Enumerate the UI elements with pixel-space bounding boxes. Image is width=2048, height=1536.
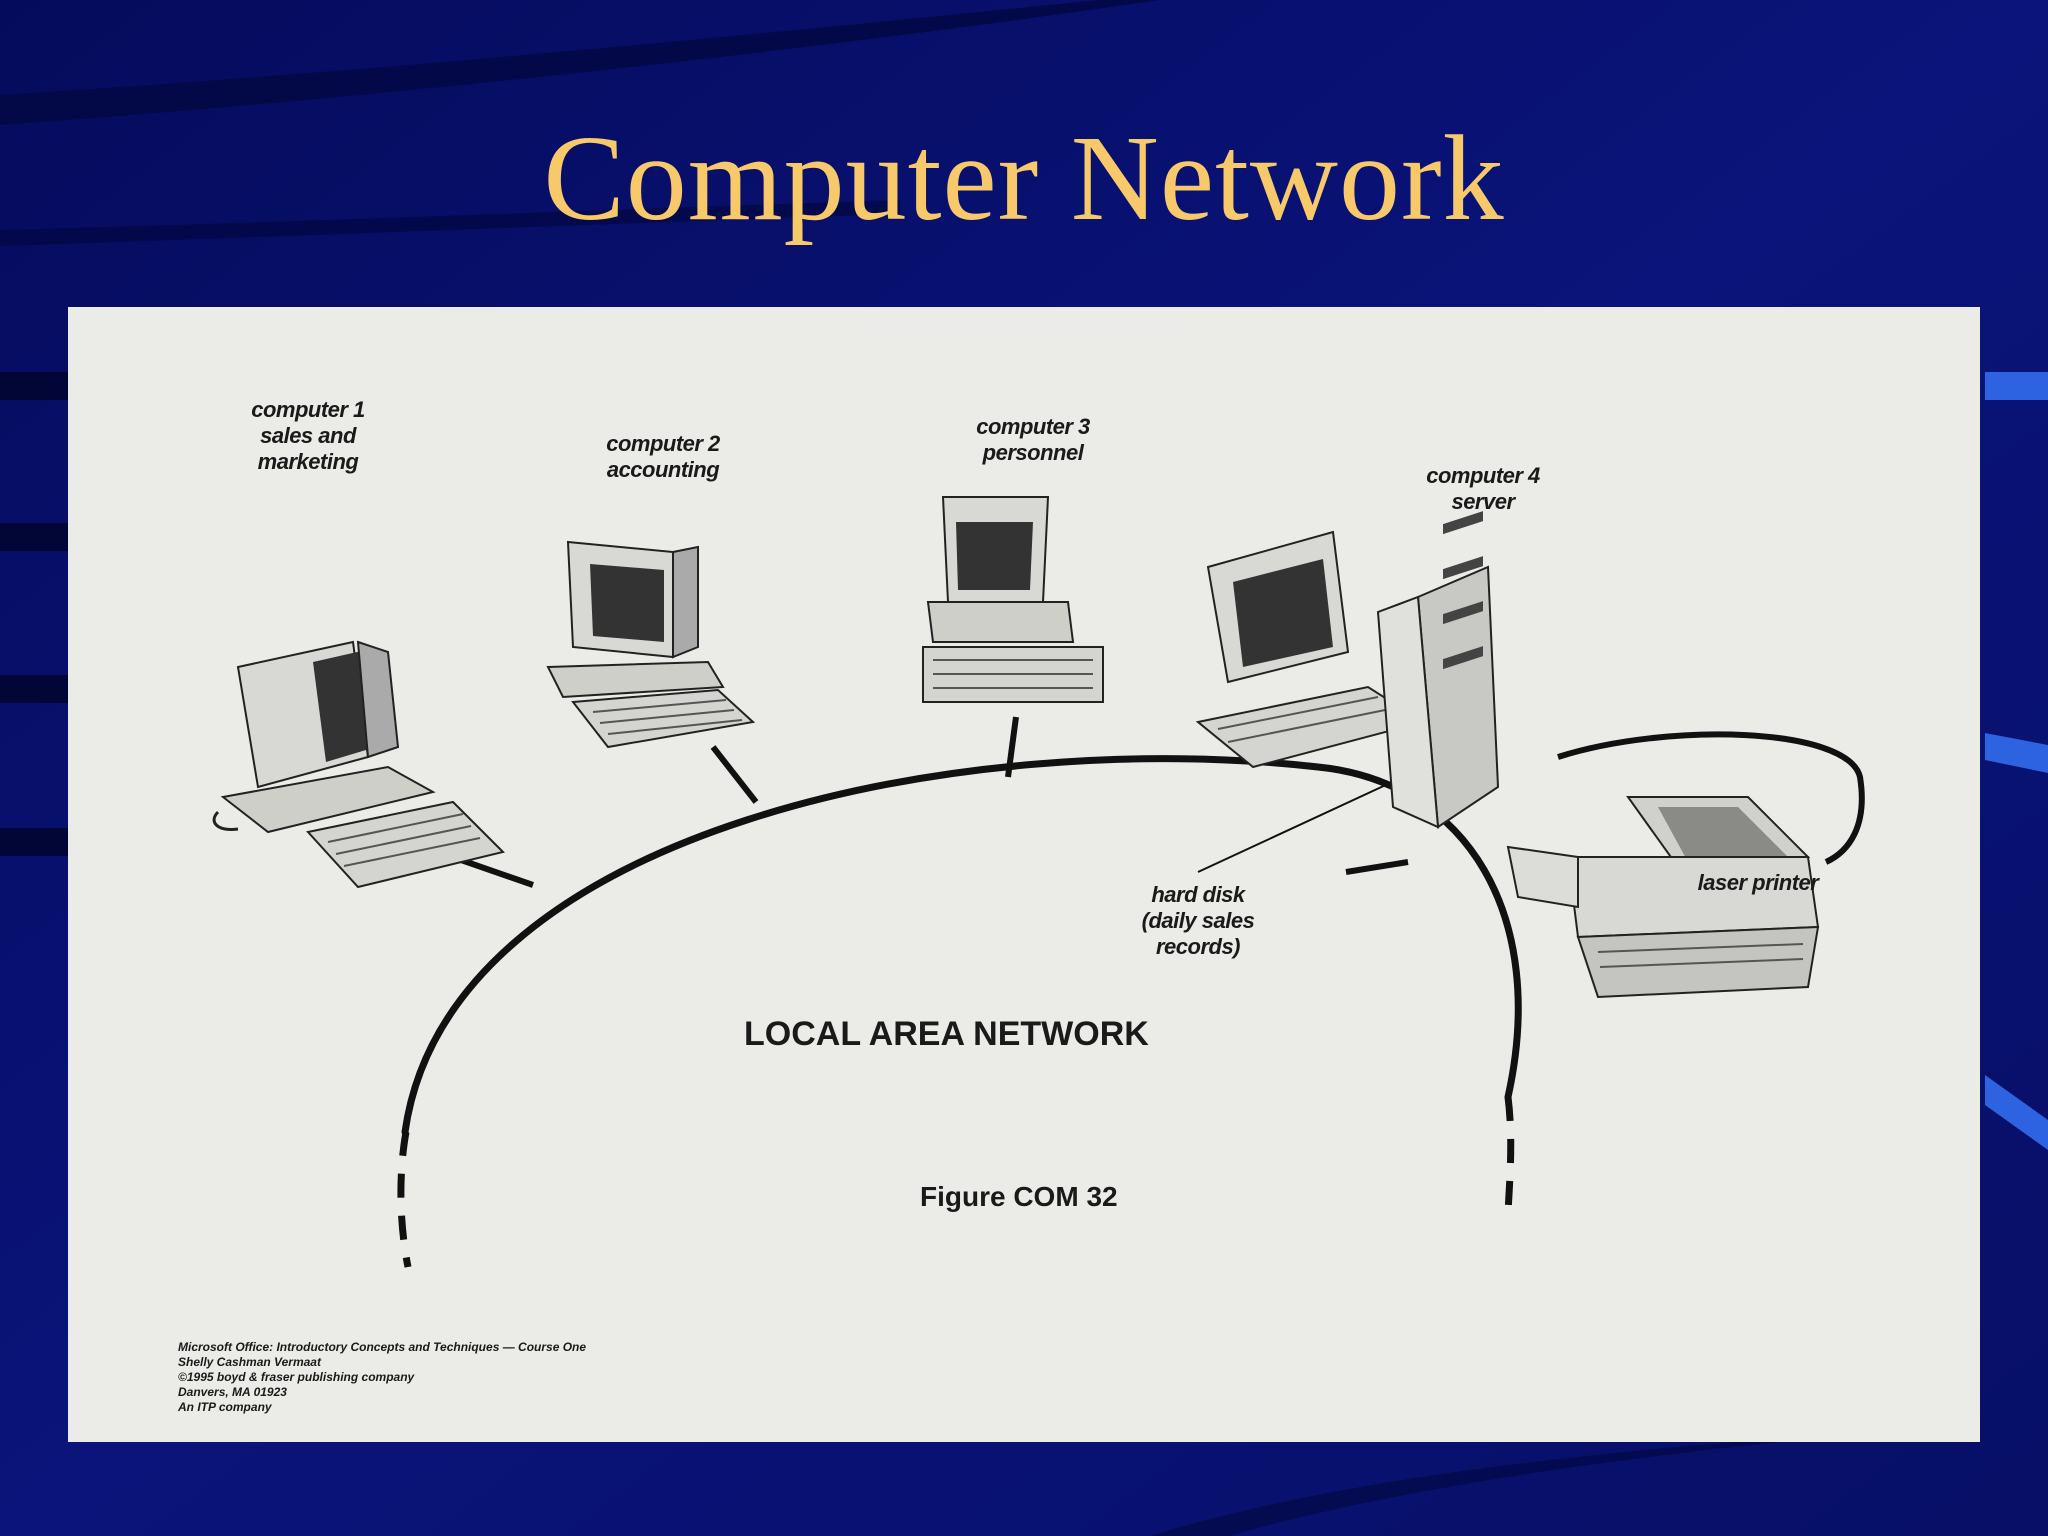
credit-line: ©1995 boyd & fraser publishing company [178,1370,415,1384]
connector-computer-2 [710,745,759,804]
connector-server [1345,859,1409,875]
node-label-computer-2: computer 2 accounting [606,431,720,482]
desktop-computer-icon [212,640,505,889]
credit-line: Microsoft Office: Introductory Concepts … [178,1340,587,1354]
desktop-computer-icon [546,540,756,749]
lan-cable-dashed-left [397,1131,412,1268]
server-tower-icon [1195,511,1500,829]
hard-disk-callout-line [1197,776,1404,873]
credit-line: Danvers, MA 01923 [178,1385,287,1399]
lan-cable-arc [401,755,1522,1136]
credit-line: An ITP company [178,1400,272,1414]
hard-disk-callout-label: hard disk (daily sales records) [1141,882,1255,959]
node-label-computer-3: computer 3 personnel [976,414,1090,465]
credit-line: Shelly Cashman Vermaat [178,1355,321,1369]
connector-computer-3 [1005,716,1019,778]
lan-label: LOCAL AREA NETWORK [744,1015,1149,1053]
credits-block: Microsoft Office: Introductory Concepts … [178,1340,586,1415]
network-diagram [212,496,1865,1268]
connector-printer [1557,731,1865,865]
slide-title: Computer Network [543,111,1505,246]
printer-icon [1506,796,1820,999]
node-label-laser-printer: laser printer [1697,870,1819,895]
desktop-computer-icon [922,496,1104,703]
node-label-computer-1: computer 1 sales and marketing [251,397,365,474]
figure-panel: computer 1 sales and marketing computer … [68,307,1980,1442]
figure-caption: Figure COM 32 [920,1181,1118,1212]
node-label-computer-4: computer 4 server [1426,463,1540,514]
lan-cable-dashed-right [1504,1096,1515,1213]
